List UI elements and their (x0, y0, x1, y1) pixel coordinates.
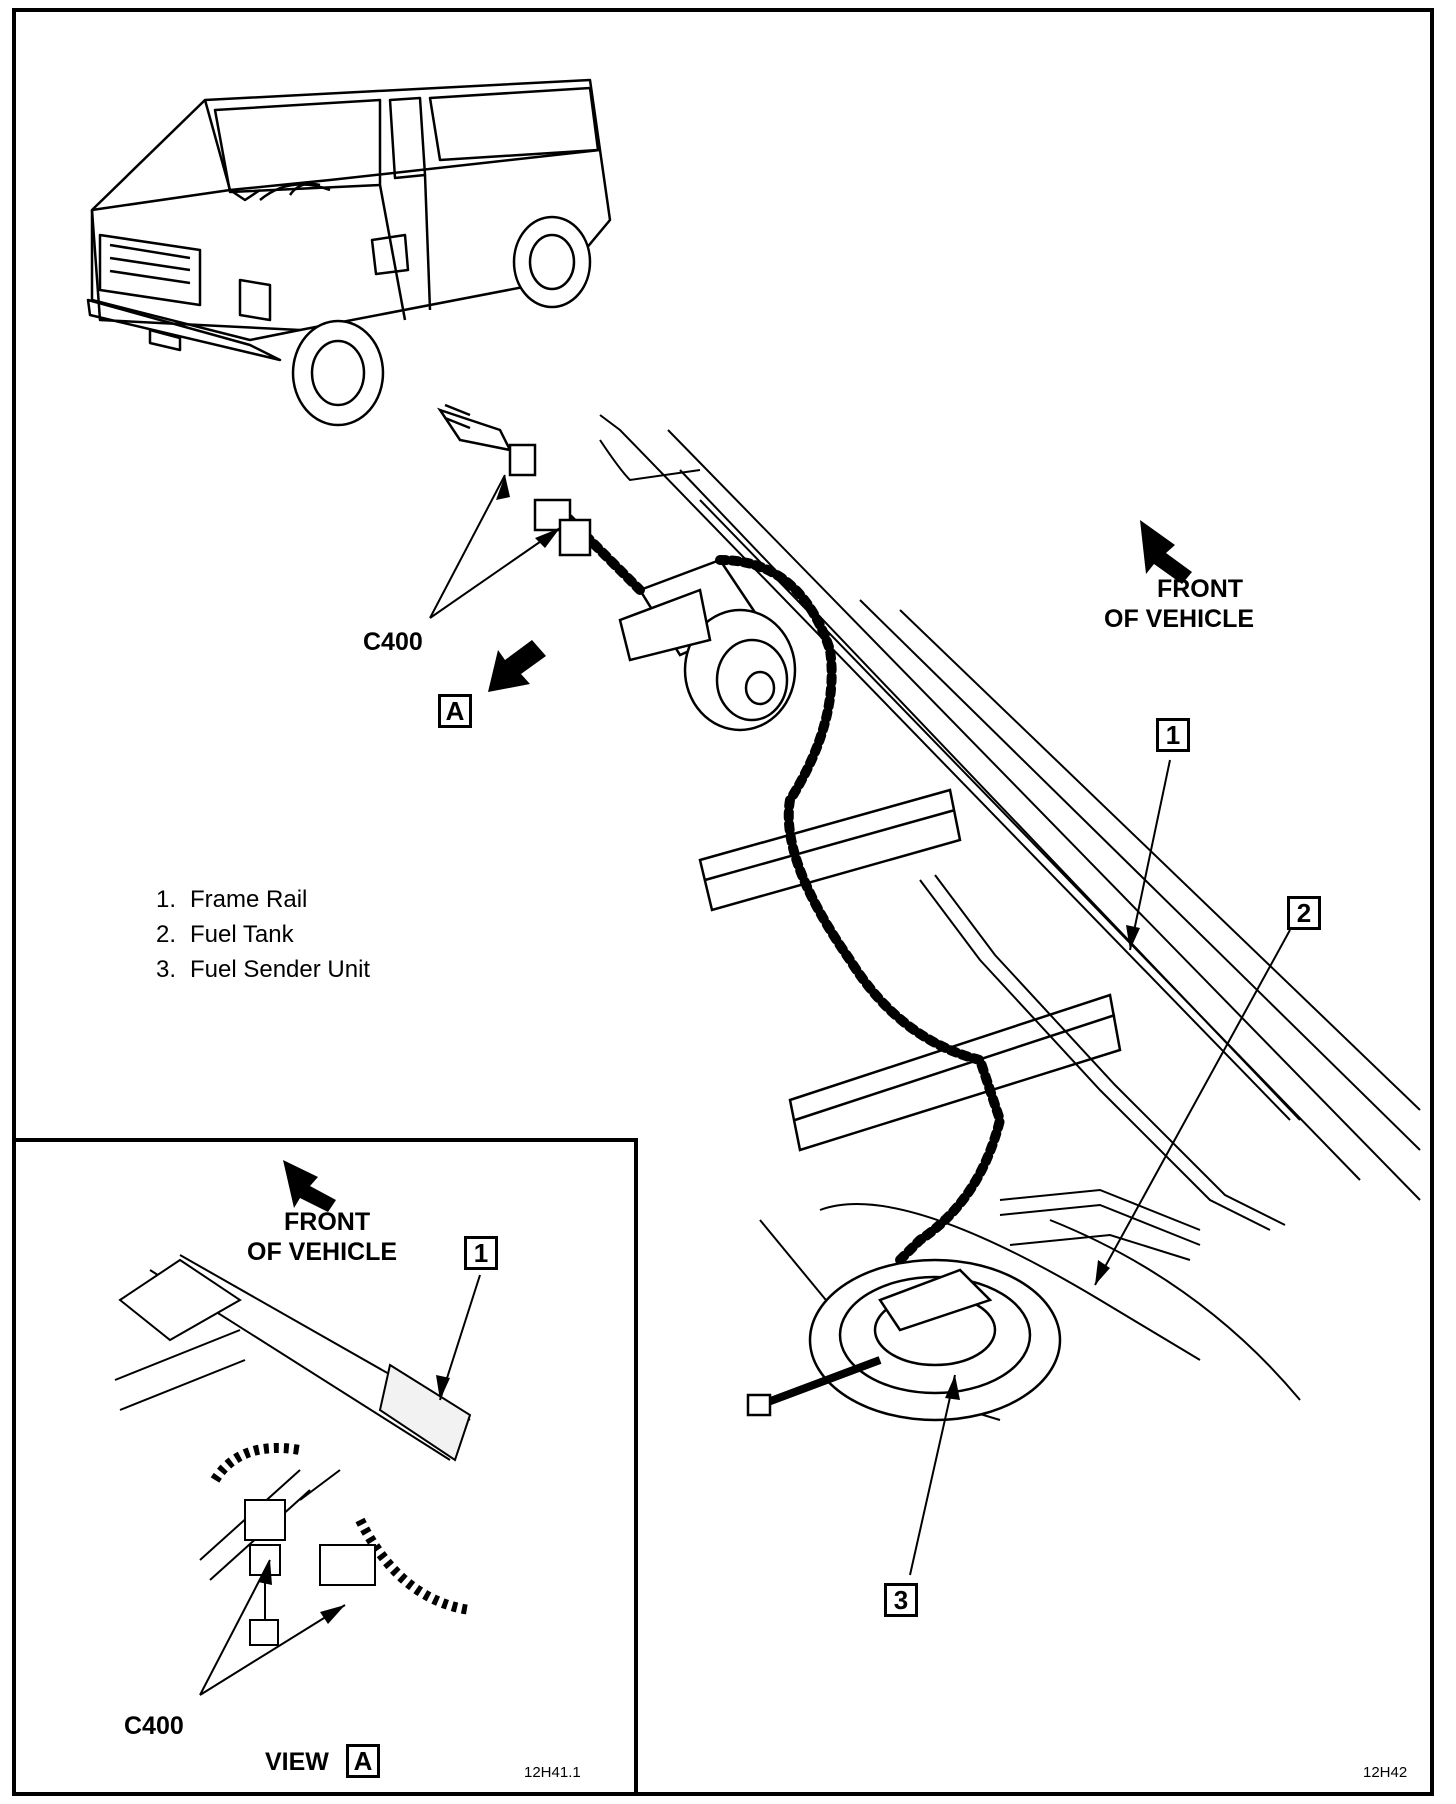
legend-item: 1. Frame Rail (154, 882, 370, 917)
legend-label: Fuel Tank (190, 921, 294, 948)
front-line1: FRONT (1156, 575, 1244, 603)
c400-label-inset: C400 (124, 1712, 184, 1740)
front-of-vehicle-label-main-2: OF VEHICLE (1104, 605, 1254, 634)
front-of-vehicle-label-inset: FRONT (284, 1208, 370, 1237)
fuel-lines-drawing (599, 439, 1286, 1261)
figure-code-main: 12H42 (1363, 1764, 1408, 1781)
legend-num: 3. (155, 956, 176, 983)
callout-3-main: 3 (884, 1583, 918, 1617)
van-drawing (86, 78, 612, 427)
callout-1-inset: 1 (464, 1236, 498, 1270)
fuel-filter-drawing (618, 558, 797, 732)
callout-1-main: 1 (1156, 718, 1190, 752)
cross-member-drawing (698, 788, 1122, 1152)
inset-illustration (114, 1254, 472, 1646)
inset-front-line2: OF VEHICLE (247, 1238, 398, 1266)
front-line2: OF VEHICLE (1104, 605, 1255, 633)
legend-num: 1. (155, 886, 176, 913)
callout-2-main: 2 (1287, 896, 1321, 930)
front-of-vehicle-label-main: FRONT (1140, 575, 1260, 604)
leader-arrowheads-inset (258, 1375, 450, 1624)
view-word-label: VIEW (265, 1748, 329, 1776)
frame-rail-drawing (599, 414, 1421, 1201)
c400-label-main: C400 (363, 628, 423, 656)
legend-label: Frame Rail (190, 886, 308, 913)
fuel-sender-drawing (746, 1258, 1062, 1422)
front-of-vehicle-label-inset-2: OF VEHICLE (247, 1238, 397, 1267)
legend: 1. Frame Rail 2. Fuel Tank 3. Fuel Sende… (154, 882, 370, 987)
legend-item: 3. Fuel Sender Unit (154, 952, 370, 987)
legend-num: 2. (155, 921, 176, 948)
front-arrow-main (1140, 520, 1192, 584)
view-a-inset (12, 1138, 638, 1796)
figure-code-inset: 12H41.1 (524, 1764, 581, 1781)
view-a-callout: A (438, 694, 472, 728)
connector-c400-drawing (436, 403, 592, 557)
outer-frame (12, 8, 1434, 1796)
legend-item: 2. Fuel Tank (154, 917, 370, 952)
view-a-arrow (488, 640, 546, 692)
legend-label: Fuel Sender Unit (190, 956, 371, 983)
inset-front-line1: FRONT (284, 1208, 371, 1236)
view-a-callout-inset: A (346, 1744, 380, 1778)
leader-arrowheads-main (496, 475, 1140, 1400)
leader-lines-main (429, 474, 1291, 1576)
front-arrow-inset (283, 1160, 336, 1212)
